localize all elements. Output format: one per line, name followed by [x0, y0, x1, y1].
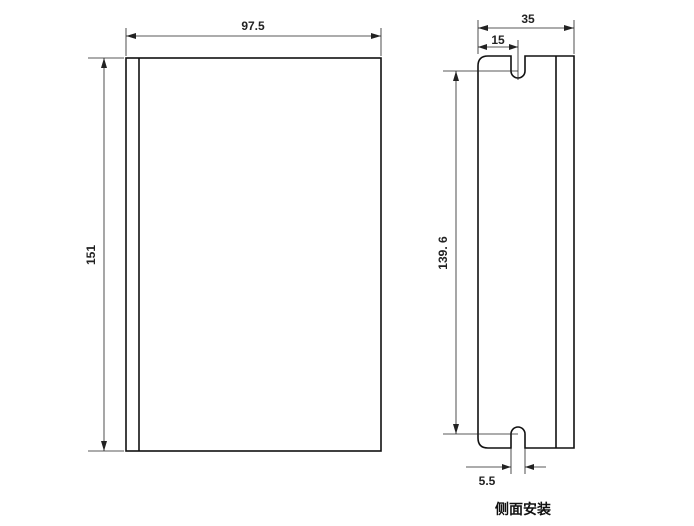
side-slot-width-label: 5.5	[479, 474, 496, 488]
side-total-width-dimension: 35	[477, 12, 575, 54]
front-width-dimension: 97.5	[125, 19, 382, 56]
front-width-label: 97.5	[241, 19, 265, 33]
side-hole-spacing-dimension: 139. 6	[436, 70, 518, 435]
side-view-caption: 侧面安装	[495, 501, 552, 518]
front-height-label: 151	[84, 245, 98, 265]
side-view: 35 15 139. 6 5.5 侧面	[436, 12, 575, 518]
front-view-body	[125, 57, 382, 452]
side-view-body	[477, 55, 575, 449]
side-slot-offset-label: 15	[491, 33, 505, 47]
side-slot-offset-dimension: 15	[478, 33, 519, 80]
front-view: 97.5 151	[84, 19, 382, 452]
side-total-width-label: 35	[521, 12, 535, 26]
front-height-dimension: 151	[84, 57, 124, 452]
side-hole-spacing-label: 139. 6	[436, 236, 450, 270]
side-slot-width-dimension: 5.5	[466, 448, 546, 488]
